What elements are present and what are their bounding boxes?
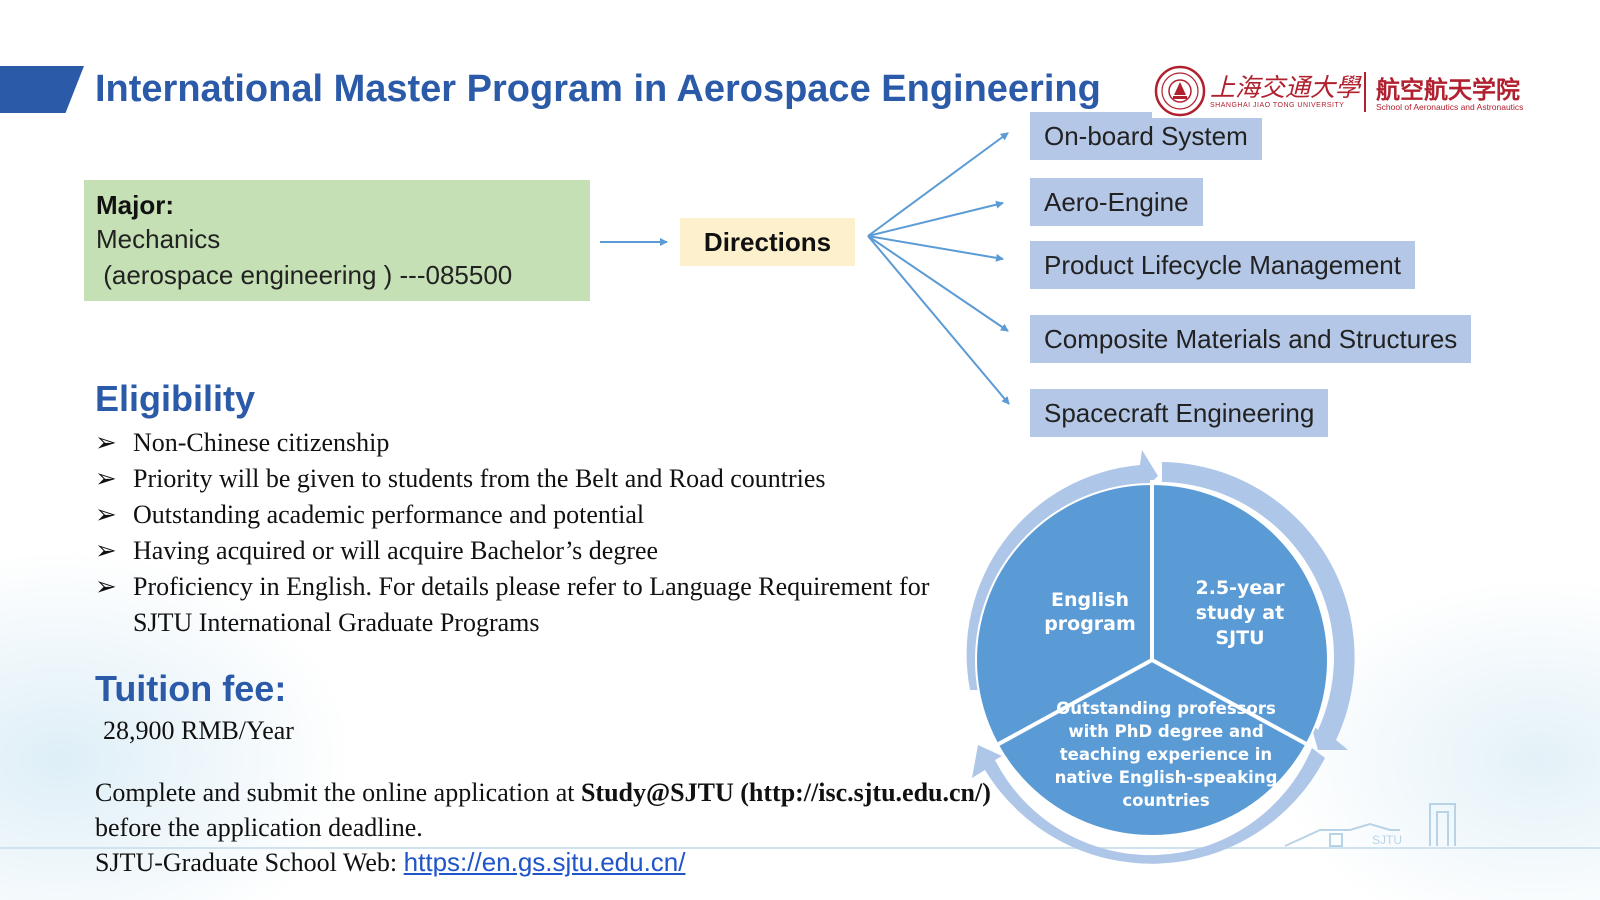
footer-mark-text: SJTU — [1372, 833, 1402, 847]
major-name: Mechanics — [96, 224, 221, 254]
graduate-school-label: SJTU-Graduate School Web: — [95, 848, 404, 877]
major-box: Major: Mechanics (aerospace engineering … — [84, 180, 590, 301]
page-title: International Master Program in Aerospac… — [95, 68, 1101, 110]
school-name-cn: 航空航天学院 — [1376, 77, 1520, 104]
university-seal-icon — [1154, 65, 1206, 117]
arrow-bullet-icon: ➢ — [95, 572, 117, 601]
direction-item-aero-engine: Aero-Engine — [1030, 178, 1203, 226]
eligibility-heading: Eligibility — [95, 378, 256, 419]
direction-item-product-lifecycle: Product Lifecycle Management — [1030, 241, 1415, 289]
ring-arrow-bottom — [972, 745, 1325, 864]
apply-portal: Study@SJTU (http://isc.sjtu.edu.cn/) — [580, 778, 991, 807]
major-label: Major: — [96, 190, 174, 220]
wheel-segment-english-program: English program — [1044, 589, 1136, 635]
direction-item-on-board-system: On-board System — [1030, 112, 1262, 160]
wheel-segment-professors: Outstanding professors with PhD degree a… — [1054, 699, 1278, 810]
logo-divider — [1364, 72, 1366, 112]
tuition-heading: Tuition fee: — [95, 668, 287, 709]
university-logo: 上海交通大學 SHANGHAI JIAO TONG UNIVERSITY 航空航… — [1152, 64, 1550, 118]
list-item: ➢Having acquired or will acquire Bachelo… — [95, 533, 935, 569]
campus-skyline-watermark: SJTU — [1284, 803, 1456, 847]
major-code: (aerospace engineering ) ---085500 — [96, 260, 513, 290]
arrow-to-on-board — [867, 132, 1009, 237]
arrow-to-aero-engine — [867, 200, 1004, 237]
tuition-value: 28,900 RMB/Year — [103, 716, 294, 745]
apply-text: Complete and submit the online applicati… — [95, 778, 581, 807]
arrow-bullet-icon: ➢ — [95, 536, 117, 565]
list-item: ➢Priority will be given to students from… — [95, 461, 935, 497]
eligibility-list: ➢Non-Chinese citizenship ➢Priority will … — [95, 425, 935, 641]
university-name-cn: 上海交通大學 — [1210, 73, 1361, 102]
arrow-bullet-icon: ➢ — [95, 500, 117, 529]
directions-box: Directions — [680, 218, 855, 266]
direction-item-composite-materials: Composite Materials and Structures — [1030, 315, 1472, 363]
university-name-en: SHANGHAI JIAO TONG UNIVERSITY — [1210, 102, 1345, 109]
arrow-bullet-icon: ➢ — [95, 428, 117, 457]
list-item: ➢Non-Chinese citizenship — [95, 425, 935, 461]
graduate-school-link[interactable]: https://en.gs.sjtu.edu.cn/ — [403, 847, 686, 877]
application-info: Complete and submit the online applicati… — [95, 775, 995, 880]
arrow-to-composite — [867, 235, 1009, 332]
program-features-wheel — [966, 450, 1355, 864]
apply-deadline-text: before the application deadline. — [95, 813, 423, 842]
arrow-to-plm — [867, 235, 1004, 262]
direction-item-spacecraft: Spacecraft Engineering — [1030, 389, 1329, 437]
wheel-segment-study-duration: 2.5-year study at SJTU — [1195, 577, 1285, 649]
list-item: ➢Proficiency in English. For details ple… — [95, 569, 935, 641]
arrow-bullet-icon: ➢ — [95, 464, 117, 493]
footer-divider — [0, 847, 1600, 849]
arrow-to-spacecraft — [867, 235, 1010, 405]
school-name-en: School of Aeronautics and Astronautics — [1376, 102, 1524, 112]
ring-arrow-right — [1162, 462, 1355, 750]
list-item: ➢Outstanding academic performance and po… — [95, 497, 935, 533]
